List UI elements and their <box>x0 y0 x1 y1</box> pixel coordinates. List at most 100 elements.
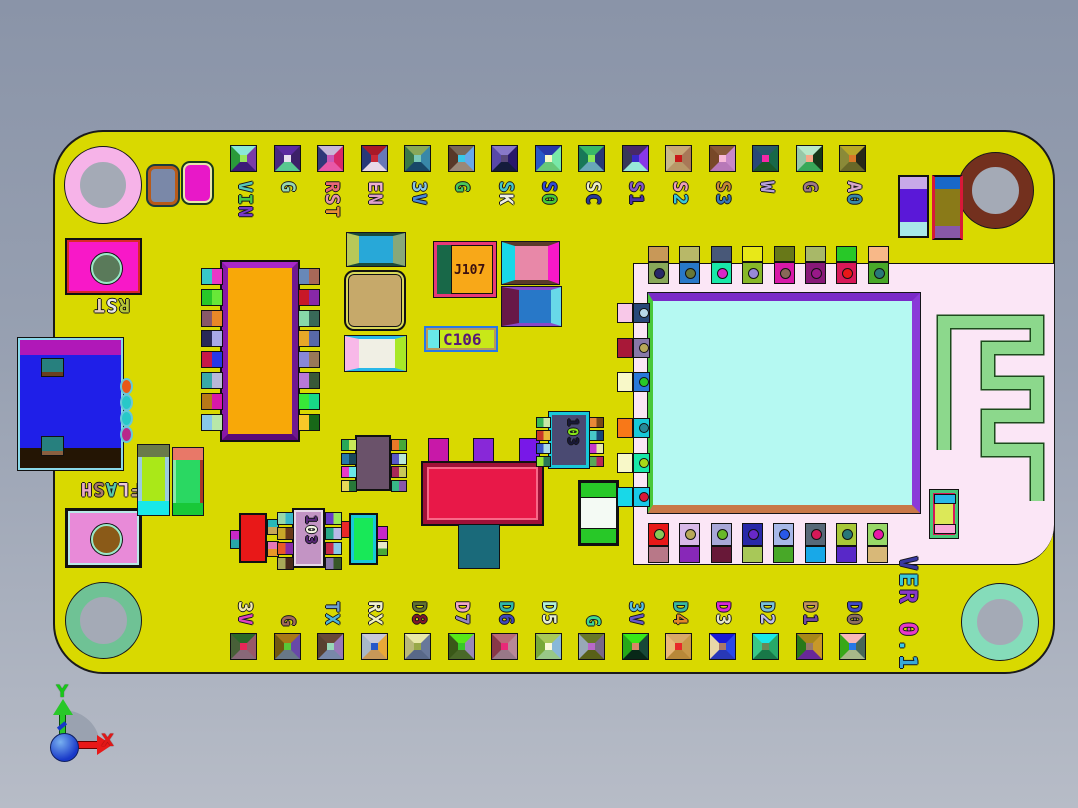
crystal[interactable] <box>930 490 958 538</box>
module-pad-via <box>779 529 791 540</box>
pin-pad-s2-10[interactable] <box>665 145 692 172</box>
module-pad-via <box>748 268 760 279</box>
resistor-c106[interactable]: C106 <box>424 326 498 352</box>
pin-pad-g-5[interactable] <box>447 145 475 172</box>
pin-pad-s1-9[interactable] <box>621 145 649 172</box>
ic-pin <box>536 443 551 454</box>
capacitor-4[interactable] <box>345 336 406 371</box>
pin-pad-3v-9[interactable] <box>621 633 649 660</box>
rst-button[interactable] <box>65 238 142 295</box>
module-top-pad-inner <box>773 262 795 284</box>
ic-pin <box>391 479 407 492</box>
pin-pad-d1-13[interactable] <box>795 633 823 660</box>
pin-label-s2: S2 <box>668 181 691 206</box>
capacitor-7[interactable] <box>898 175 929 238</box>
module-top-pad <box>805 246 826 262</box>
wifi-module-shield[interactable] <box>648 293 920 513</box>
pin-label-s0: S0 <box>538 181 560 206</box>
module-pad-via <box>716 268 728 279</box>
pin-label-d1: D1 <box>799 601 821 626</box>
c106-end-cap <box>428 330 440 348</box>
slide-switch-body[interactable] <box>423 463 542 524</box>
pin-label-3v: 3V <box>407 181 430 206</box>
pin-pad-d6-6[interactable] <box>491 633 518 660</box>
module-bottom-pad <box>710 546 732 563</box>
smd-part-grey[interactable] <box>148 166 178 205</box>
pin-pad-d3-11[interactable] <box>708 633 736 660</box>
pin-pad-d4-10[interactable] <box>665 633 692 660</box>
pin-pad-g-13[interactable] <box>795 145 823 172</box>
pin-pad-d2-12[interactable] <box>752 633 779 660</box>
pin-label-en: EN <box>364 181 386 206</box>
axis-origin-sphere[interactable] <box>50 733 79 762</box>
module-bottom-pad <box>835 546 857 563</box>
capacitor-3[interactable] <box>347 233 405 266</box>
pin-pad-3v-0[interactable] <box>230 633 257 660</box>
usb-body <box>20 355 121 448</box>
module-bottom-pad-inner <box>867 523 889 546</box>
pin-pad-s0-7[interactable] <box>534 145 562 172</box>
ic-pin <box>325 542 342 555</box>
white-led[interactable] <box>578 480 619 546</box>
rst-button-cap[interactable] <box>91 253 122 284</box>
module-bottom-pad-inner <box>710 523 732 546</box>
module-left-pad <box>617 338 633 358</box>
module-top-pad <box>710 246 732 262</box>
capacitor-8[interactable] <box>932 175 963 240</box>
module-left-pad-inner <box>633 303 650 323</box>
ic-pin <box>536 417 551 428</box>
capacitor-6[interactable] <box>502 287 561 326</box>
pin-pad-g-1[interactable] <box>273 633 301 660</box>
pin-pad-tx-2[interactable] <box>317 633 344 660</box>
pin-pad-a0-14[interactable] <box>839 145 866 172</box>
flash-button[interactable] <box>65 508 142 568</box>
ic-pin <box>391 452 407 465</box>
tantalum-cap-j107[interactable]: J107 <box>434 242 496 297</box>
pin-pad-g-8[interactable] <box>578 633 605 660</box>
module-top-pad-inner <box>805 262 826 284</box>
pin-pad-d5-7[interactable] <box>534 633 562 660</box>
flash-button-cap[interactable] <box>91 524 122 555</box>
usb-connector[interactable] <box>18 338 123 470</box>
module-top-pad <box>742 246 764 262</box>
pin-label-sk: SK <box>494 181 517 206</box>
module-pad-via <box>639 458 649 468</box>
pin-pad-sc-8[interactable] <box>578 145 605 172</box>
slide-switch-lever[interactable] <box>458 524 500 569</box>
ic-pin <box>277 557 294 570</box>
usb-pin-4 <box>120 426 133 443</box>
transistor[interactable] <box>239 513 267 563</box>
ic-pin <box>391 466 407 478</box>
pin-label-sc: SC <box>581 181 604 206</box>
pin-label-s3: S3 <box>712 181 734 206</box>
green-led-pin-r2 <box>377 541 388 556</box>
capacitor-2[interactable] <box>173 448 203 515</box>
pin-pad-rst-2[interactable] <box>317 145 344 172</box>
module-bottom-pad <box>741 546 763 563</box>
pin-pad-w-12[interactable] <box>752 145 779 172</box>
pin-pad-d0-14[interactable] <box>839 633 866 660</box>
ic-pin <box>341 439 357 451</box>
pin-pad-sk-6[interactable] <box>491 145 518 172</box>
pin-pad-en-3[interactable] <box>360 145 388 172</box>
ic-pin <box>589 456 604 467</box>
smd-part-magenta[interactable] <box>183 163 212 203</box>
pin-pad-d8-4[interactable] <box>404 633 431 660</box>
module-bottom-pad-inner <box>835 523 857 546</box>
pin-pad-s3-11[interactable] <box>708 145 736 172</box>
pin-pad-3v-4[interactable] <box>404 145 431 172</box>
pin-pad-d7-5[interactable] <box>447 633 475 660</box>
pin-pad-vin-0[interactable] <box>230 145 257 172</box>
module-pad-via <box>842 268 854 279</box>
ic-pin <box>201 413 223 431</box>
main-ic[interactable] <box>222 262 298 440</box>
resistor-network-103[interactable]: 103 <box>292 508 325 568</box>
ic-pin <box>201 309 223 327</box>
pin-pad-g-1[interactable] <box>273 145 301 172</box>
inductor[interactable] <box>346 272 404 329</box>
ic-pin <box>341 466 357 478</box>
capacitor-1[interactable] <box>138 445 169 515</box>
pin-pad-rx-3[interactable] <box>360 633 388 660</box>
capacitor-5[interactable] <box>502 242 559 284</box>
